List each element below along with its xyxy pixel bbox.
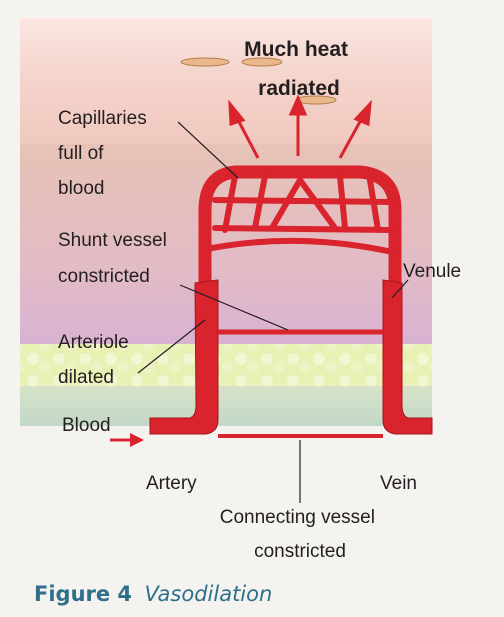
- venule-label: Venule: [403, 261, 461, 282]
- blood-label: Blood: [62, 415, 111, 436]
- artery-label: Artery: [146, 473, 197, 494]
- svg-text:Figure 4 Vasodilation: Figure 4 Vasodilation: [34, 582, 272, 606]
- connecting-label: Connecting vessel constricted: [220, 507, 381, 562]
- vein-label: Vein: [380, 473, 417, 494]
- blood-inflow-arrow: [110, 433, 144, 447]
- caption-number: Figure 4: [34, 582, 132, 606]
- caption-title: Vasodilation: [145, 582, 273, 606]
- figure-caption: Figure 4 Vasodilation: [34, 582, 272, 606]
